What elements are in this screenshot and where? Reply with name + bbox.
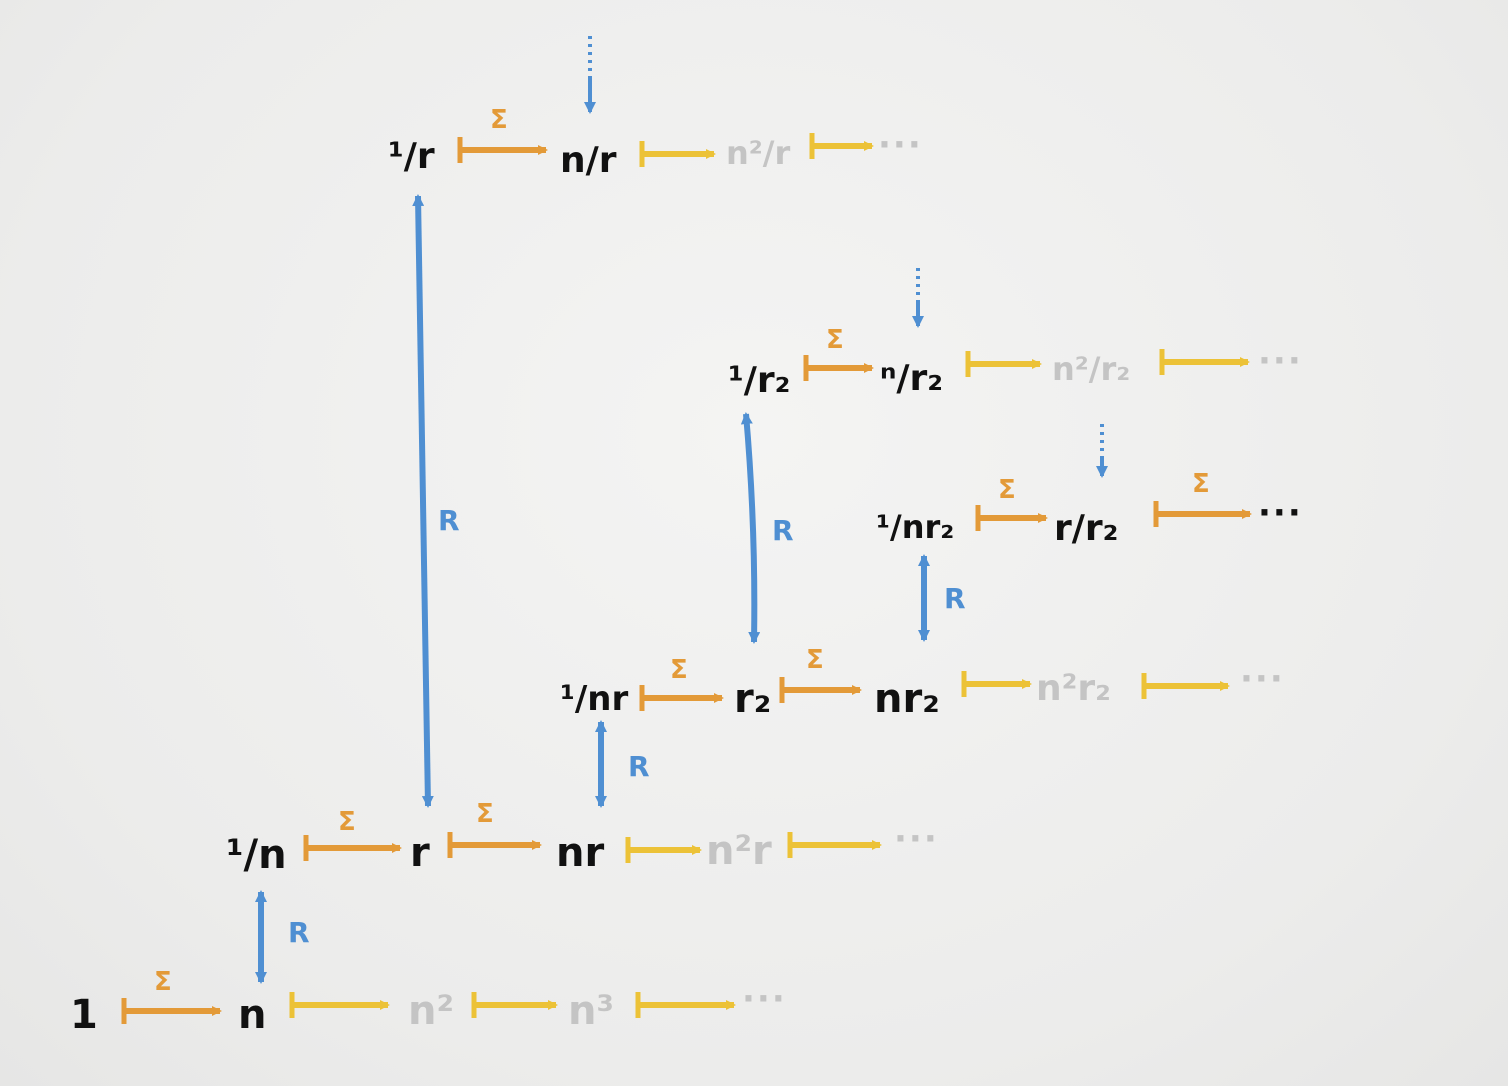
node-r-over-r2: r/r₂ (1054, 508, 1118, 549)
row-r: ¹/n Σ r Σ nr n²r ··· (226, 799, 939, 878)
node-n-cubed: n³ (568, 988, 614, 1034)
reverse-label: R (628, 750, 650, 783)
node-n-squared-r: n²r (706, 828, 772, 874)
reverse-label: R (288, 916, 310, 949)
arrow-reverse (412, 194, 434, 808)
node-n-over-r2: ⁿ/r₂ (880, 358, 943, 399)
row-inv-r: ¹/r Σ n/r n²/r ··· (388, 36, 923, 181)
sigma-label: Σ (1192, 469, 1210, 499)
node-r2: r₂ (734, 676, 771, 722)
sigma-label: Σ (490, 105, 508, 135)
sigma-label: Σ (154, 967, 172, 997)
ellipsis-row4: ··· (1258, 493, 1303, 533)
node-n-squared-r2: n²r₂ (1036, 668, 1111, 709)
node-r: r (410, 830, 430, 876)
sigma-label: Σ (338, 807, 356, 837)
reverse-label: R (772, 514, 794, 547)
node-n-squared-over-r2: n²/r₂ (1052, 350, 1130, 388)
reverse-label: R (438, 504, 460, 537)
row-r-over-r2: ¹/nr₂ Σ r/r₂ Σ ··· (876, 424, 1303, 549)
reverse-r2-inv-r2: R (740, 412, 794, 644)
reverse-label: R (944, 582, 966, 615)
ellipsis-row6: ··· (878, 125, 923, 165)
ellipsis-row1: ··· (742, 979, 787, 1019)
node-nr2: nr₂ (874, 676, 940, 722)
sigma-label: Σ (670, 655, 688, 685)
node-nr: nr (556, 830, 604, 876)
reverse-nr2-inv-nr2: R (918, 554, 966, 642)
node-n-squared: n² (408, 988, 454, 1034)
sigma-label: Σ (806, 645, 824, 675)
row-r2: ¹/nr Σ r₂ Σ nr₂ n²r₂ ··· (560, 645, 1285, 722)
node-n-over-r: n/r (560, 140, 617, 181)
ellipsis-row3: ··· (1240, 659, 1285, 699)
ellipsis-row5: ··· (1258, 341, 1303, 381)
node-inv-nr2: ¹/nr₂ (876, 508, 954, 546)
arrow-reverse (740, 412, 761, 644)
node-n: n (238, 992, 266, 1038)
sigma-label: Σ (998, 475, 1016, 505)
node-inv-nr: ¹/nr (560, 679, 629, 719)
reverse-r-inv-r: R (412, 194, 460, 808)
node-inv-r: ¹/r (388, 136, 435, 177)
ellipsis-row2: ··· (894, 819, 939, 859)
node-inv-n: ¹/n (226, 832, 287, 878)
row-inv-r2: ¹/r₂ Σ ⁿ/r₂ n²/r₂ ··· (728, 268, 1303, 401)
node-one: 1 (70, 992, 98, 1038)
sigma-label: Σ (476, 799, 494, 829)
node-n-squared-over-r: n²/r (726, 134, 790, 172)
reverse-n-inv-n: R (255, 890, 310, 984)
reverse-nr-inv-nr: R (595, 720, 650, 808)
row-naturals: 1 Σ n n² n³ ··· (70, 967, 787, 1038)
sigma-label: Σ (826, 325, 844, 355)
node-inv-r2: ¹/r₂ (728, 360, 790, 401)
